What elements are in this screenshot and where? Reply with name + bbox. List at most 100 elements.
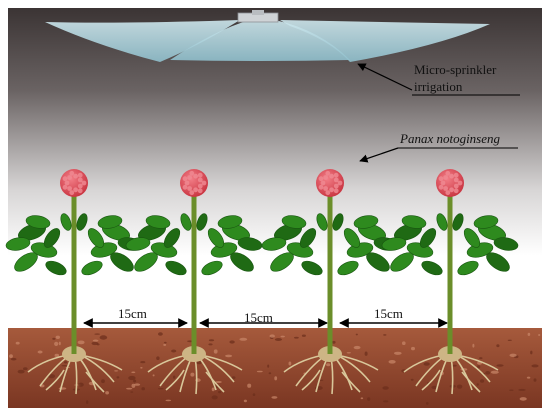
soil-speck xyxy=(133,379,137,383)
plant-roots xyxy=(27,346,123,395)
leaf xyxy=(76,213,88,231)
flower-berry xyxy=(73,173,78,179)
soil-speck xyxy=(426,402,429,405)
soil-speck xyxy=(211,395,218,400)
soil-speck xyxy=(78,382,84,387)
flower-berry xyxy=(438,176,444,182)
soil-speck xyxy=(476,383,479,386)
soil-speck xyxy=(355,333,358,336)
soil-speck xyxy=(271,396,278,399)
leaf xyxy=(60,213,72,231)
soil-speck xyxy=(158,332,163,336)
soil-speck xyxy=(360,397,364,400)
plant-roots xyxy=(403,346,499,395)
leaf xyxy=(473,215,499,229)
soil-speck xyxy=(208,339,215,342)
leaf xyxy=(43,228,61,248)
spacing-label-1: 15cm xyxy=(118,306,147,321)
irrigation-label-line2: irrigation xyxy=(414,79,463,94)
soil-speck xyxy=(531,364,539,368)
soil-speck xyxy=(382,400,389,403)
irrigation-arrow xyxy=(357,63,413,91)
sprinkler-nozzle xyxy=(252,10,264,15)
flower-berry xyxy=(337,180,343,186)
soil-speck xyxy=(140,361,146,364)
soil-speck xyxy=(165,399,172,402)
leaf xyxy=(217,215,243,229)
leaf xyxy=(201,260,223,276)
soil-speck xyxy=(496,344,500,348)
plant-leaves xyxy=(125,213,263,276)
flower-berry xyxy=(333,188,339,194)
soil-speck xyxy=(225,354,233,358)
leaf xyxy=(457,260,479,276)
flower-berry xyxy=(187,186,193,191)
soil-speck xyxy=(527,332,531,336)
soil-speck xyxy=(163,343,167,346)
soil-speck xyxy=(208,343,213,346)
leaf xyxy=(401,215,427,229)
soil-speck xyxy=(526,376,531,379)
flower-berry xyxy=(189,190,195,196)
soil-speck xyxy=(394,351,402,355)
plant xyxy=(5,169,143,395)
soil-speck xyxy=(388,360,396,364)
plant xyxy=(381,169,519,395)
flower-berry xyxy=(77,183,83,189)
soil-speck xyxy=(10,357,17,361)
leaf xyxy=(261,237,287,251)
soil-speck xyxy=(91,341,99,346)
soil-speck xyxy=(9,354,13,358)
leaf xyxy=(381,237,407,251)
flower-berry xyxy=(69,190,75,196)
soil-speck xyxy=(116,376,120,379)
root-strand xyxy=(205,371,225,393)
plants-group xyxy=(5,169,519,395)
soil-speck xyxy=(130,391,134,393)
plant-callout: Panax notoginseng xyxy=(359,131,518,163)
soil-speck xyxy=(15,341,20,345)
leaf xyxy=(463,228,481,248)
plant-leaves xyxy=(5,213,143,276)
soil-speck xyxy=(479,357,483,360)
soil-speck xyxy=(382,386,389,390)
soil-speck xyxy=(269,334,275,338)
leaf xyxy=(145,215,171,229)
soil-speck xyxy=(17,369,25,374)
soil-speck xyxy=(274,376,278,381)
flower-berry xyxy=(182,176,188,182)
soil-speck xyxy=(126,387,133,390)
soil-speck xyxy=(294,336,299,339)
soil-speck xyxy=(538,334,541,336)
flower-berry xyxy=(323,186,328,191)
soil-speck xyxy=(509,389,514,391)
flower-berry xyxy=(318,184,324,190)
flower-berry xyxy=(182,184,188,190)
soil-speck xyxy=(52,337,56,340)
soil-speck xyxy=(140,367,143,369)
flower-berry xyxy=(453,172,459,178)
flower-berry xyxy=(445,190,451,196)
soil-speck xyxy=(23,367,28,371)
root-strand xyxy=(85,371,105,393)
leaf xyxy=(366,252,390,272)
plant-stem xyxy=(327,192,333,354)
soil-speck xyxy=(54,353,60,358)
soil-speck xyxy=(456,384,463,389)
soil-speck xyxy=(533,378,537,382)
soil-speck xyxy=(171,349,177,353)
irrigation-callout: Micro-sprinkler irrigation xyxy=(357,62,520,96)
soil-speck xyxy=(367,397,371,401)
soil-speck xyxy=(163,341,167,344)
soil-speck xyxy=(213,349,218,354)
flower-berry xyxy=(197,177,203,183)
soil-speck xyxy=(480,379,485,383)
soil-speck xyxy=(507,339,512,341)
soil-speck xyxy=(99,335,108,340)
soil-speck xyxy=(156,356,160,361)
flower-berry xyxy=(62,176,68,182)
flower-berry xyxy=(77,188,83,194)
root-strand xyxy=(301,369,321,391)
soil-speck xyxy=(519,397,527,401)
